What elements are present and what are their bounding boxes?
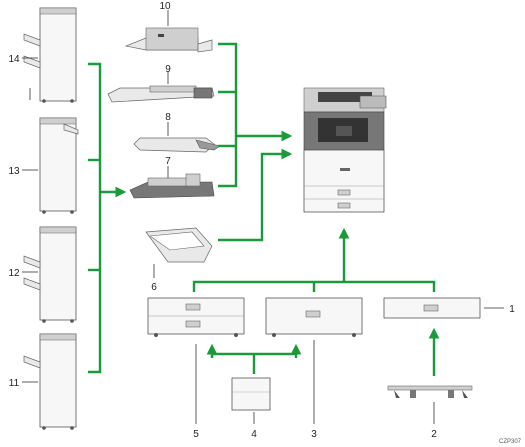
tray-cube-4-icon (231, 377, 271, 411)
copier-main-unit-icon (303, 87, 387, 213)
external-tray-6-icon (145, 227, 213, 263)
callout-7: 7 (165, 156, 171, 167)
tray-cube-connector (206, 343, 302, 374)
callout-leaders (22, 10, 504, 424)
finisher-connector (88, 62, 127, 374)
callout-8: 8 (165, 112, 171, 123)
callout-11: 11 (9, 378, 20, 389)
internal-tray-8-icon (133, 137, 221, 153)
callout-14: 14 (8, 54, 20, 65)
finisher-12-icon (23, 226, 77, 323)
finisher-14-icon (23, 7, 77, 103)
internal-finisher-10-icon (124, 27, 213, 53)
callout-2: 2 (431, 429, 437, 440)
finisher-13-icon (39, 117, 79, 214)
finisher-11-icon (23, 333, 77, 430)
tray-unit-1-icon (383, 297, 481, 319)
image-code: CZP307 (499, 439, 522, 445)
callout-1: 1 (509, 304, 515, 315)
callout-5: 5 (193, 429, 199, 440)
callout-9: 9 (165, 64, 171, 75)
callout-6: 6 (151, 282, 157, 293)
tray-connector (218, 42, 293, 188)
callout-10: 10 (159, 1, 171, 12)
callout-4: 4 (251, 429, 257, 440)
paper-feed-unit-5-icon (147, 297, 245, 337)
callout-3: 3 (311, 429, 317, 440)
callout-13: 13 (8, 166, 20, 177)
callout-12: 12 (8, 268, 20, 279)
caster-table-2-icon (387, 385, 473, 398)
shift-tray-7-icon (129, 173, 215, 199)
external-tray-connector (218, 148, 293, 242)
large-capacity-tray-3-icon (265, 297, 363, 337)
bottom-options-connector (192, 227, 436, 292)
bridge-unit-9-icon (107, 85, 215, 103)
